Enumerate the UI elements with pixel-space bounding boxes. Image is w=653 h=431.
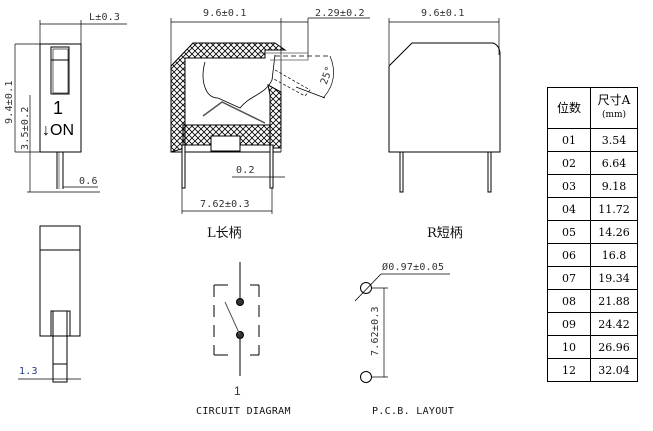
- front-view-drawing: [14, 20, 127, 193]
- header-size: 尺寸A (mm): [590, 87, 638, 129]
- side-L-width-dim: 9.6±0.1: [203, 8, 247, 19]
- short-handle-caption: R短柄: [427, 226, 463, 241]
- front-width-dim: L±0.3: [89, 12, 121, 23]
- position-number: 1: [53, 98, 64, 118]
- circuit-diagram-caption: CIRCUIT DIAGRAM: [196, 406, 291, 417]
- pcb-layout-caption: P.C.B. LAYOUT: [372, 406, 455, 417]
- circuit-pin-label: 1: [234, 384, 241, 398]
- actuator-dim: 2.29±0.2: [315, 8, 365, 19]
- front-height-dim: 9.4±0.1: [4, 80, 15, 124]
- table-header-row: 位数 尺寸A (mm): [547, 87, 638, 129]
- pcb-pitch-dim: 7.62±0.3: [370, 306, 381, 356]
- hole-diameter-dim: Ø0.97±0.05: [382, 262, 445, 273]
- actuator-width-dim: 1.3: [19, 366, 38, 377]
- side-view-R-drawing: [388, 18, 501, 193]
- front-pin-dim: 0.6: [79, 176, 98, 187]
- bottom-view-drawing: [18, 225, 81, 383]
- circuit-diagram-drawing: [213, 262, 260, 376]
- arrow-down-icon: ↓: [42, 122, 50, 139]
- on-label: ↓ON: [42, 122, 74, 139]
- pin-thickness-dim: 0.2: [236, 165, 255, 176]
- long-handle-caption: L长柄: [207, 226, 242, 241]
- side-R-width-dim: 9.6±0.1: [421, 8, 465, 19]
- pin-pitch-dim: 7.62±0.3: [200, 199, 250, 210]
- side-view-L-drawing: [170, 17, 370, 214]
- header-positions: 位数: [547, 87, 591, 129]
- front-lower-dim: 3.5±0.2: [20, 106, 31, 150]
- pcb-layout-drawing: [354, 273, 450, 383]
